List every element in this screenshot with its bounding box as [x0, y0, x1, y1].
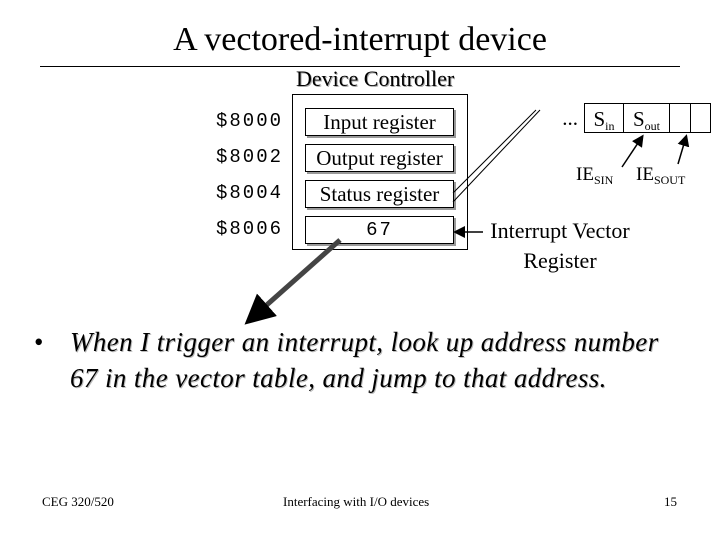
bullet-text: When I trigger an interrupt, look up add… — [70, 327, 659, 393]
bullet-point: • — [34, 327, 44, 357]
device-controller-box — [292, 94, 468, 250]
footer-page-number: 15 — [664, 494, 677, 509]
iesin-label: IESIN — [576, 164, 614, 187]
register-address-output: $8002 — [216, 146, 284, 168]
footer-course: CEG 320/520 — [42, 494, 114, 509]
device-controller-label: Device Controller — [296, 66, 455, 91]
status-register: Status register — [305, 180, 454, 208]
iesout-label: IESOUT — [636, 164, 686, 187]
title-divider — [40, 66, 680, 67]
vector-lookup-arrow — [244, 238, 342, 325]
input-register: Input register — [305, 108, 454, 136]
slide-title: A vectored-interrupt device — [173, 21, 547, 58]
register-address-status: $8004 — [216, 182, 284, 204]
register-address-input: $8000 — [216, 110, 284, 132]
interrupt-vector-register: 67 — [305, 216, 454, 244]
iesin-arrow — [621, 134, 644, 168]
interrupt-vector-register-label: Interrupt Vector Register — [490, 218, 630, 273]
status-bits-ellipsis: ... — [562, 106, 578, 130]
output-register: Output register — [305, 144, 454, 172]
footer-topic: Interfacing with I/O devices — [283, 494, 430, 509]
register-address-vector: $8006 — [216, 218, 284, 240]
iesout-arrow — [677, 134, 690, 165]
iesout-bit — [690, 103, 711, 133]
status-callout-line-upper — [452, 109, 537, 194]
status-callout-line-lower — [452, 109, 541, 203]
